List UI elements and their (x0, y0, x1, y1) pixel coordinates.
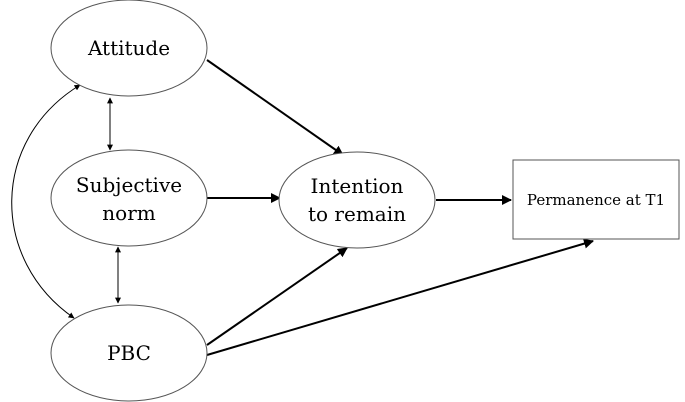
edge-pbc-to-permanence (206, 238, 594, 356)
node-intention: Intention to remain (278, 151, 436, 249)
node-pbc: PBC (50, 304, 208, 402)
node-subjective-norm-line2: norm (102, 201, 155, 225)
node-pbc-label: PBC (107, 341, 151, 365)
node-intention-line1: Intention (311, 174, 404, 198)
node-attitude-label: Attitude (87, 36, 170, 60)
corr-attitude-pbc (11, 84, 81, 319)
node-subjective-norm-line1: Subjective (76, 173, 182, 197)
node-permanence-label: Permanence at T1 (527, 191, 665, 209)
edge-attitude-to-intention (206, 59, 344, 156)
edge-pbc-to-intention (206, 247, 348, 346)
node-intention-line2: to remain (308, 202, 406, 226)
node-permanence: Permanence at T1 (512, 159, 680, 240)
node-subjective-norm: Subjective norm (50, 149, 208, 247)
node-attitude: Attitude (50, 0, 208, 97)
